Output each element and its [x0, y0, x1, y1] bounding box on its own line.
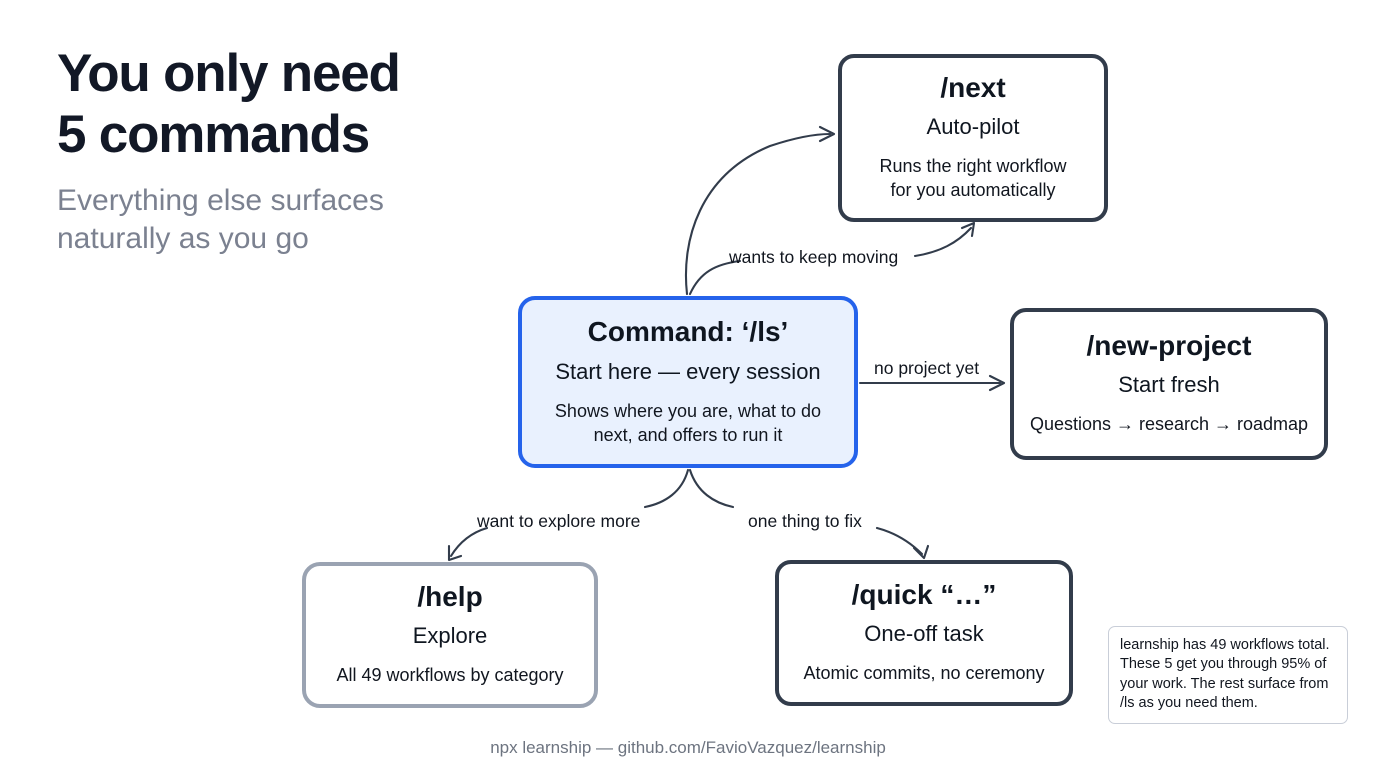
edge-label-no-project: no project yet — [874, 358, 980, 378]
node-ls-title: Command: ‘/ls’ — [587, 315, 789, 347]
node-ls[interactable]: Command: ‘/ls’ Start here — every sessio… — [518, 296, 858, 468]
footer-credit: npx learnship — github.com/FavioVazquez/… — [490, 738, 886, 757]
node-help[interactable]: /help Explore All 49 workflows by catego… — [302, 562, 598, 708]
page-subtitle: Everything else surfaces naturally as yo… — [57, 183, 384, 256]
node-next[interactable]: /next Auto-pilot Runs the right workflow… — [838, 54, 1108, 222]
edge-label-explore-more: want to explore more — [477, 511, 641, 531]
node-quick[interactable]: /quick “…” One-off task Atomic commits, … — [775, 560, 1073, 706]
node-help-description: All 49 workflows by category — [336, 665, 564, 686]
node-new-project-description: Questions → research → roadmap — [1029, 414, 1309, 435]
node-help-subtitle: Explore — [412, 622, 488, 648]
node-new-project[interactable]: /new-project Start fresh Questions → res… — [1010, 308, 1328, 460]
node-ls-description: Shows where you are, what to do next, an… — [554, 400, 822, 445]
node-next-subtitle: Auto-pilot — [926, 114, 1020, 139]
node-next-description: Runs the right workflow for you automati… — [879, 156, 1067, 201]
heading-block: You only need 5 commands Everything else… — [57, 44, 527, 259]
node-ls-subtitle: Start here — every session — [555, 358, 821, 384]
node-new-project-title: /new-project — [1086, 330, 1252, 362]
node-new-project-subtitle: Start fresh — [1118, 371, 1220, 397]
side-note: learnship has 49 workflows total. These … — [1108, 626, 1348, 725]
edge-ls-to-next-main — [684, 125, 836, 296]
node-quick-description: Atomic commits, no ceremony — [803, 663, 1045, 684]
edge-ls-to-new-project — [858, 374, 1006, 392]
node-next-title: /next — [940, 72, 1006, 104]
edge-label-keep-moving: wants to keep moving — [729, 247, 899, 267]
node-help-title: /help — [417, 581, 483, 613]
node-quick-title: /quick “…” — [851, 579, 997, 611]
node-quick-subtitle: One-off task — [864, 620, 984, 646]
page-title: You only need 5 commands — [57, 44, 401, 164]
edge-label-one-thing-to-fix: one thing to fix — [748, 511, 862, 531]
